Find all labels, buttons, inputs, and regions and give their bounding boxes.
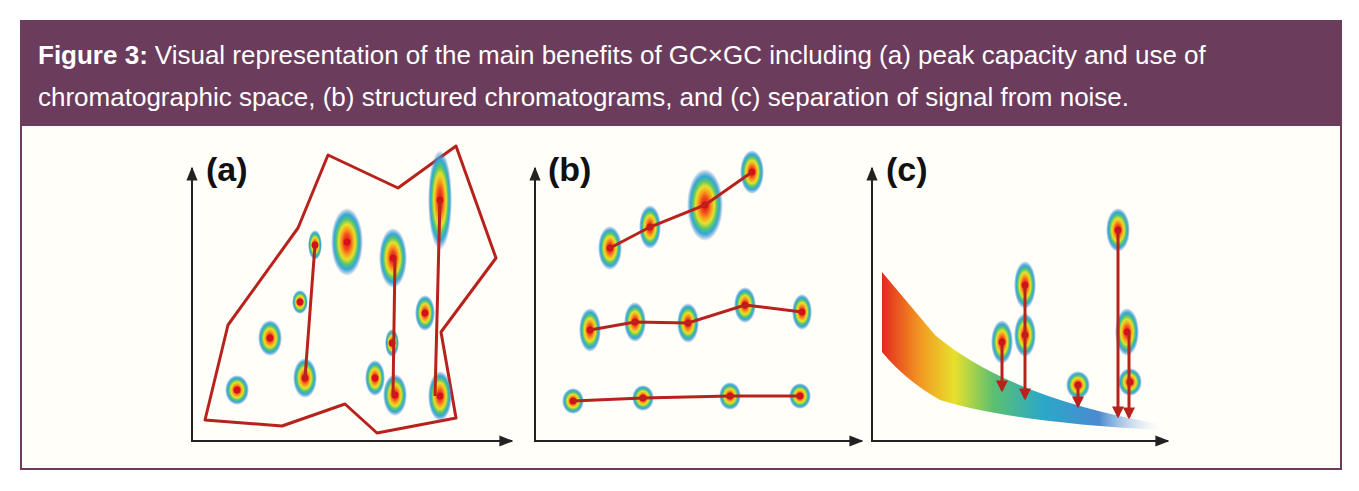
figure-title: Figure 3: xyxy=(38,40,148,70)
panel-label: (b) xyxy=(548,150,591,188)
peak-blob xyxy=(428,371,452,421)
peak-blob xyxy=(385,329,399,357)
peak-blob xyxy=(415,295,435,331)
trend-line xyxy=(305,245,315,378)
trend-line xyxy=(393,258,395,395)
noise-arrow xyxy=(1001,342,1004,390)
peak-blob xyxy=(365,360,385,396)
noise-arrow xyxy=(1077,385,1080,406)
panel-label: (a) xyxy=(206,150,248,188)
trend-line xyxy=(610,172,752,248)
noise-arrow xyxy=(1128,332,1131,417)
figure-caption: Figure 3:Visual representation of the ma… xyxy=(38,34,1328,118)
trend-line xyxy=(573,396,800,401)
caption-text: Visual representation of the main benefi… xyxy=(38,40,1206,112)
trend-line xyxy=(435,200,440,396)
peak-blob xyxy=(292,290,308,314)
peak-blob xyxy=(258,320,282,356)
noise-arrow xyxy=(1117,230,1120,416)
panel-label: (c) xyxy=(886,150,928,188)
peak-blob xyxy=(225,375,249,405)
noise-arrow xyxy=(1024,285,1027,398)
peak-blob xyxy=(331,208,363,276)
peak-blob xyxy=(379,228,407,288)
trend-line xyxy=(590,305,802,330)
peak-blob xyxy=(383,374,407,416)
